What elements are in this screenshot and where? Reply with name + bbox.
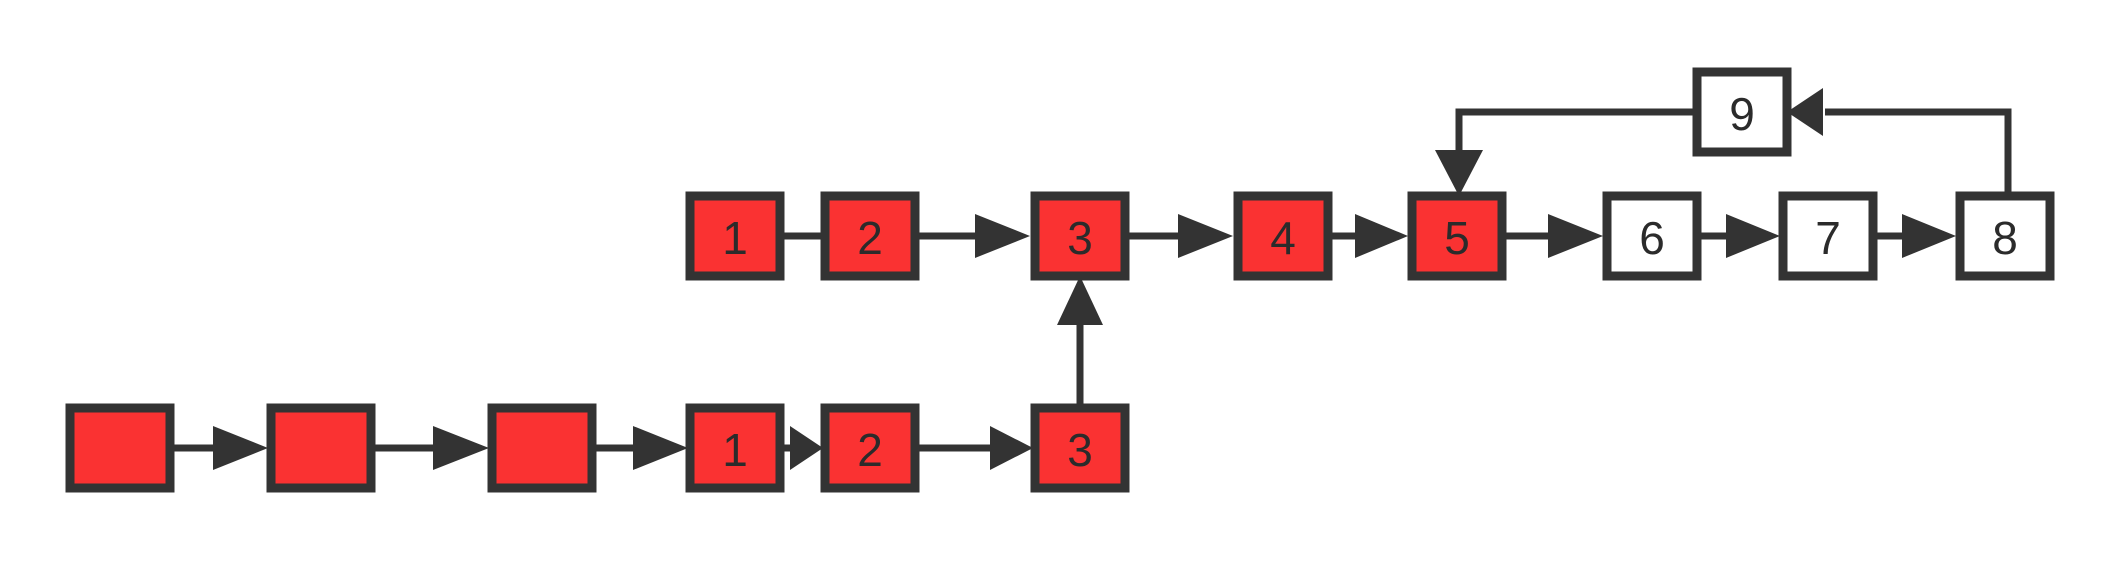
arrow-head-right xyxy=(790,426,823,470)
node-label: 4 xyxy=(1270,212,1296,264)
node-9[interactable]: 9 xyxy=(1692,67,1792,157)
edge-top-4-5 xyxy=(1328,214,1408,258)
node-label: 3 xyxy=(1067,212,1093,264)
node-top-1[interactable]: 1 xyxy=(685,191,785,281)
node-rect[interactable] xyxy=(65,403,175,493)
arrow-head-right xyxy=(433,426,489,470)
edge-bot-c-1 xyxy=(592,426,688,470)
node-top-6[interactable]: 6 xyxy=(1602,191,1702,281)
arrow-head-down xyxy=(1435,150,1483,196)
arrow-head-right xyxy=(1178,214,1233,258)
edge-top-7-8 xyxy=(1873,214,1956,258)
node-top-4[interactable]: 4 xyxy=(1233,191,1333,281)
node-rect[interactable] xyxy=(1778,191,1878,281)
edge-top-5-6 xyxy=(1502,214,1603,258)
edge-bot-2-3 xyxy=(915,426,1033,470)
node-bot-2[interactable]: 2 xyxy=(820,403,920,493)
node-top-7[interactable]: 7 xyxy=(1778,191,1878,281)
node-label: 1 xyxy=(722,212,748,264)
node-label: 6 xyxy=(1639,212,1665,264)
arrow-head-right xyxy=(1902,214,1956,258)
node-group-bottom-row: 1 2 3 xyxy=(65,403,1130,493)
edge-group-bottom-row xyxy=(170,276,1103,470)
node-rect[interactable] xyxy=(820,403,920,493)
node-label: 1 xyxy=(722,424,748,476)
arrow-head-right xyxy=(990,426,1033,470)
arrow-head-right xyxy=(1726,214,1780,258)
node-rect[interactable] xyxy=(1955,191,2055,281)
edge-path xyxy=(1825,108,2012,196)
edge-bot-a-b xyxy=(170,426,268,470)
node-top-2[interactable]: 2 xyxy=(820,191,920,281)
node-rect[interactable] xyxy=(820,191,920,281)
edge-9-to-5 xyxy=(1435,108,1697,196)
edge-group-feedback xyxy=(1435,88,2012,196)
node-rect[interactable] xyxy=(685,191,785,281)
node-bot-b[interactable] xyxy=(266,403,376,493)
arrow-head-up xyxy=(1057,276,1103,325)
node-rect[interactable] xyxy=(1407,191,1507,281)
edge-path xyxy=(1455,108,1697,158)
node-label: 9 xyxy=(1729,88,1755,140)
arrow-head-right xyxy=(975,214,1030,258)
node-top-5[interactable]: 5 xyxy=(1407,191,1507,281)
node-group-top-row: 1 2 3 4 5 6 7 8 xyxy=(685,191,2055,281)
edge-top-6-7 xyxy=(1697,214,1780,258)
node-rect[interactable] xyxy=(1030,191,1130,281)
edge-bot-3-to-top-3 xyxy=(1057,276,1103,408)
node-label: 2 xyxy=(857,424,883,476)
node-label: 8 xyxy=(1992,212,2018,264)
edge-top-2-3 xyxy=(915,214,1030,258)
edge-bot-b-c xyxy=(371,426,489,470)
edge-top-3-4 xyxy=(1125,214,1233,258)
node-rect[interactable] xyxy=(685,403,785,493)
node-rect[interactable] xyxy=(1692,67,1792,157)
node-bot-1[interactable]: 1 xyxy=(685,403,785,493)
node-label: 2 xyxy=(857,212,883,264)
arrow-head-right xyxy=(633,426,688,470)
arrow-head-right xyxy=(1548,214,1603,258)
edge-8-to-9 xyxy=(1787,88,2012,196)
arrow-head-right xyxy=(1355,214,1408,258)
node-rect[interactable] xyxy=(487,403,597,493)
node-bot-c[interactable] xyxy=(487,403,597,493)
node-top-3[interactable]: 3 xyxy=(1030,191,1130,281)
node-rect[interactable] xyxy=(1602,191,1702,281)
node-label: 3 xyxy=(1067,424,1093,476)
node-bot-a[interactable] xyxy=(65,403,175,493)
node-rect[interactable] xyxy=(1030,403,1130,493)
node-top-8[interactable]: 8 xyxy=(1955,191,2055,281)
node-rect[interactable] xyxy=(266,403,376,493)
node-rect[interactable] xyxy=(1233,191,1333,281)
node-label: 5 xyxy=(1444,212,1470,264)
arrow-head-left xyxy=(1787,88,1823,136)
arrow-head-right xyxy=(213,426,268,470)
node-group-feedback: 9 xyxy=(1692,67,1792,157)
node-bot-3[interactable]: 3 xyxy=(1030,403,1130,493)
node-label: 7 xyxy=(1815,212,1841,264)
